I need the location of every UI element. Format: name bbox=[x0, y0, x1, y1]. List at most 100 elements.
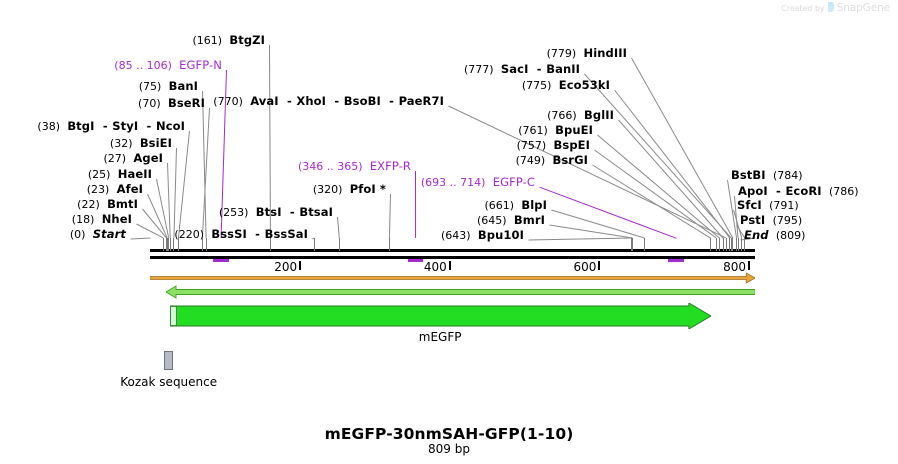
kozak-sequence-marker[interactable] bbox=[164, 351, 174, 370]
enzyme-name: EGFP-N bbox=[179, 58, 222, 72]
right-enzyme-label[interactable]: (749) BsrGI bbox=[516, 153, 588, 168]
label-leader-line bbox=[415, 170, 417, 239]
enzyme-name: BtgZI bbox=[229, 33, 265, 47]
enzyme-name: End bbox=[744, 228, 769, 242]
enzyme-name: BsoBI bbox=[343, 94, 381, 108]
restriction-cut-tick bbox=[201, 238, 203, 251]
name-separator: - bbox=[536, 62, 542, 76]
enzyme-name: BanI bbox=[168, 79, 198, 93]
cut-position: (85 .. 106) bbox=[114, 59, 172, 72]
left-enzyme-label[interactable]: (161) BtgZI bbox=[192, 33, 265, 48]
enzyme-name: HindIII bbox=[583, 46, 627, 60]
transcript-arrow[interactable] bbox=[165, 285, 755, 299]
cut-position: (770) bbox=[213, 95, 243, 108]
name-separator: - bbox=[102, 119, 108, 133]
cut-position: (784) bbox=[772, 169, 803, 182]
far-right-enzyme-label[interactable]: SfcI (791) bbox=[737, 199, 799, 213]
restriction-cut-tick bbox=[269, 238, 271, 251]
cut-position: (75) bbox=[138, 80, 162, 93]
name-separator: - bbox=[389, 94, 394, 108]
restriction-cut-tick bbox=[169, 238, 171, 251]
enzyme-name: Start bbox=[92, 227, 126, 241]
right-enzyme-label[interactable]: (643) Bpu10I bbox=[441, 229, 524, 243]
left-enzyme-label[interactable]: (25) HaeII bbox=[88, 168, 152, 182]
mid-enzyme-label[interactable]: (346 .. 365) EXFP-R bbox=[297, 159, 411, 174]
left-enzyme-label[interactable]: (23) AfeI bbox=[86, 183, 143, 197]
right-enzyme-label[interactable]: (645) BmrI bbox=[476, 214, 545, 228]
sequence-backbone-line bbox=[149, 249, 755, 252]
mid-enzyme-label[interactable]: (320) PfoI * bbox=[313, 182, 386, 197]
kozak-sequence-label: Kozak sequence bbox=[120, 375, 218, 389]
left-enzyme-label[interactable]: (22) BmtI bbox=[77, 197, 138, 212]
cut-position: (220) bbox=[174, 228, 205, 241]
right-enzyme-label[interactable]: (775) Eco53kI bbox=[521, 79, 610, 93]
left-enzyme-label[interactable]: (70) BseRI bbox=[138, 96, 205, 111]
restriction-cut-tick bbox=[338, 238, 340, 251]
page-subtitle-length: 809 bp bbox=[428, 442, 470, 456]
right-enzyme-label[interactable]: (693 .. 714) EGFP-C bbox=[420, 176, 535, 190]
cut-position: (253) bbox=[218, 206, 249, 219]
cut-position: (0) bbox=[69, 228, 86, 241]
left-enzyme-label[interactable]: (75) BanI bbox=[138, 79, 198, 94]
cut-position: (775) bbox=[521, 79, 552, 92]
name-separator: - bbox=[286, 94, 292, 108]
right-enzyme-label[interactable]: (777) SacI - BanII bbox=[464, 62, 580, 77]
far-right-enzyme-label[interactable]: ApoI - EcoRI (786) bbox=[738, 185, 859, 199]
left-enzyme-label[interactable]: (27) AgeI bbox=[103, 151, 163, 166]
left-enzyme-label[interactable]: (85 .. 106) EGFP-N bbox=[114, 58, 222, 73]
cut-position: (645) bbox=[476, 214, 507, 227]
mid-enzyme-label[interactable]: (253) BtsI - BtsaI bbox=[218, 205, 333, 220]
cut-position: (23) bbox=[86, 183, 110, 196]
right-enzyme-label[interactable]: (757) BspEI bbox=[516, 139, 590, 153]
enzyme-name: BglII bbox=[584, 108, 614, 122]
watermark-brand-text: SnapGene bbox=[836, 2, 890, 14]
cut-position: (18) bbox=[71, 213, 95, 226]
restriction-cut-tick bbox=[715, 238, 717, 251]
right-enzyme-label[interactable]: (766) BglII bbox=[547, 108, 614, 123]
restriction-cut-tick bbox=[163, 238, 164, 251]
enzyme-name: BlpI bbox=[521, 198, 547, 212]
right-enzyme-label[interactable]: (770) AvaI - XhoI - BsoBI - PaeR7I bbox=[213, 94, 444, 109]
enzyme-name: BtsaI bbox=[299, 205, 333, 219]
enzyme-name: BsrGI bbox=[552, 153, 588, 167]
mid-enzyme-label[interactable]: (220) BssSI - BssSaI bbox=[174, 228, 308, 242]
restriction-cut-tick bbox=[709, 238, 711, 251]
restriction-cut-tick bbox=[741, 238, 743, 251]
far-right-enzyme-label[interactable]: BstBI (784) bbox=[731, 169, 803, 183]
cut-position: (757) bbox=[516, 139, 547, 152]
cut-position: (346 .. 365) bbox=[297, 160, 363, 173]
ruler-tick bbox=[448, 261, 451, 270]
restriction-cut-tick bbox=[722, 238, 724, 251]
far-right-enzyme-label[interactable]: End (809) bbox=[744, 228, 805, 243]
restriction-cut-tick bbox=[718, 238, 720, 251]
enzyme-name: AvaI bbox=[250, 94, 279, 108]
enzyme-name: EXFP-R bbox=[369, 159, 411, 173]
enzyme-name: AgeI bbox=[133, 151, 163, 165]
restriction-cut-tick bbox=[632, 238, 633, 251]
restriction-cut-tick bbox=[630, 238, 632, 251]
enzyme-name: BmtI bbox=[107, 197, 138, 211]
gene-arrow-mEGFP[interactable] bbox=[169, 303, 711, 329]
orf-arrow[interactable] bbox=[149, 272, 755, 284]
cut-position: (643) bbox=[441, 229, 471, 242]
left-enzyme-label[interactable]: (18) NheI bbox=[71, 213, 132, 227]
cut-position: (693 .. 714) bbox=[420, 176, 486, 189]
enzyme-name: PaeR7I bbox=[398, 94, 444, 108]
cut-position: (22) bbox=[77, 198, 100, 211]
cut-position: (32) bbox=[109, 137, 133, 150]
left-enzyme-label[interactable]: (0) Start bbox=[69, 227, 126, 242]
left-enzyme-label[interactable]: (32) BsiEI bbox=[109, 137, 172, 151]
cut-position: (70) bbox=[138, 97, 161, 110]
far-right-enzyme-label[interactable]: PstI (795) bbox=[740, 213, 802, 228]
enzyme-name: BseRI bbox=[167, 96, 205, 110]
right-enzyme-label[interactable]: (761) BpuEI bbox=[518, 124, 593, 138]
cut-position: (786) bbox=[829, 185, 859, 198]
enzyme-name: PstI bbox=[740, 213, 766, 227]
feature-range-mark bbox=[213, 259, 229, 262]
right-enzyme-label[interactable]: (779) HindIII bbox=[547, 46, 627, 61]
enzyme-name: PfoI * bbox=[349, 182, 386, 196]
right-enzyme-label[interactable]: (661) BlpI bbox=[484, 198, 547, 213]
sequence-backbone-line bbox=[149, 256, 755, 259]
left-enzyme-label[interactable]: (38) BtgI - StyI - NcoI bbox=[37, 119, 185, 134]
ruler-tick-label: 400 bbox=[423, 260, 447, 274]
